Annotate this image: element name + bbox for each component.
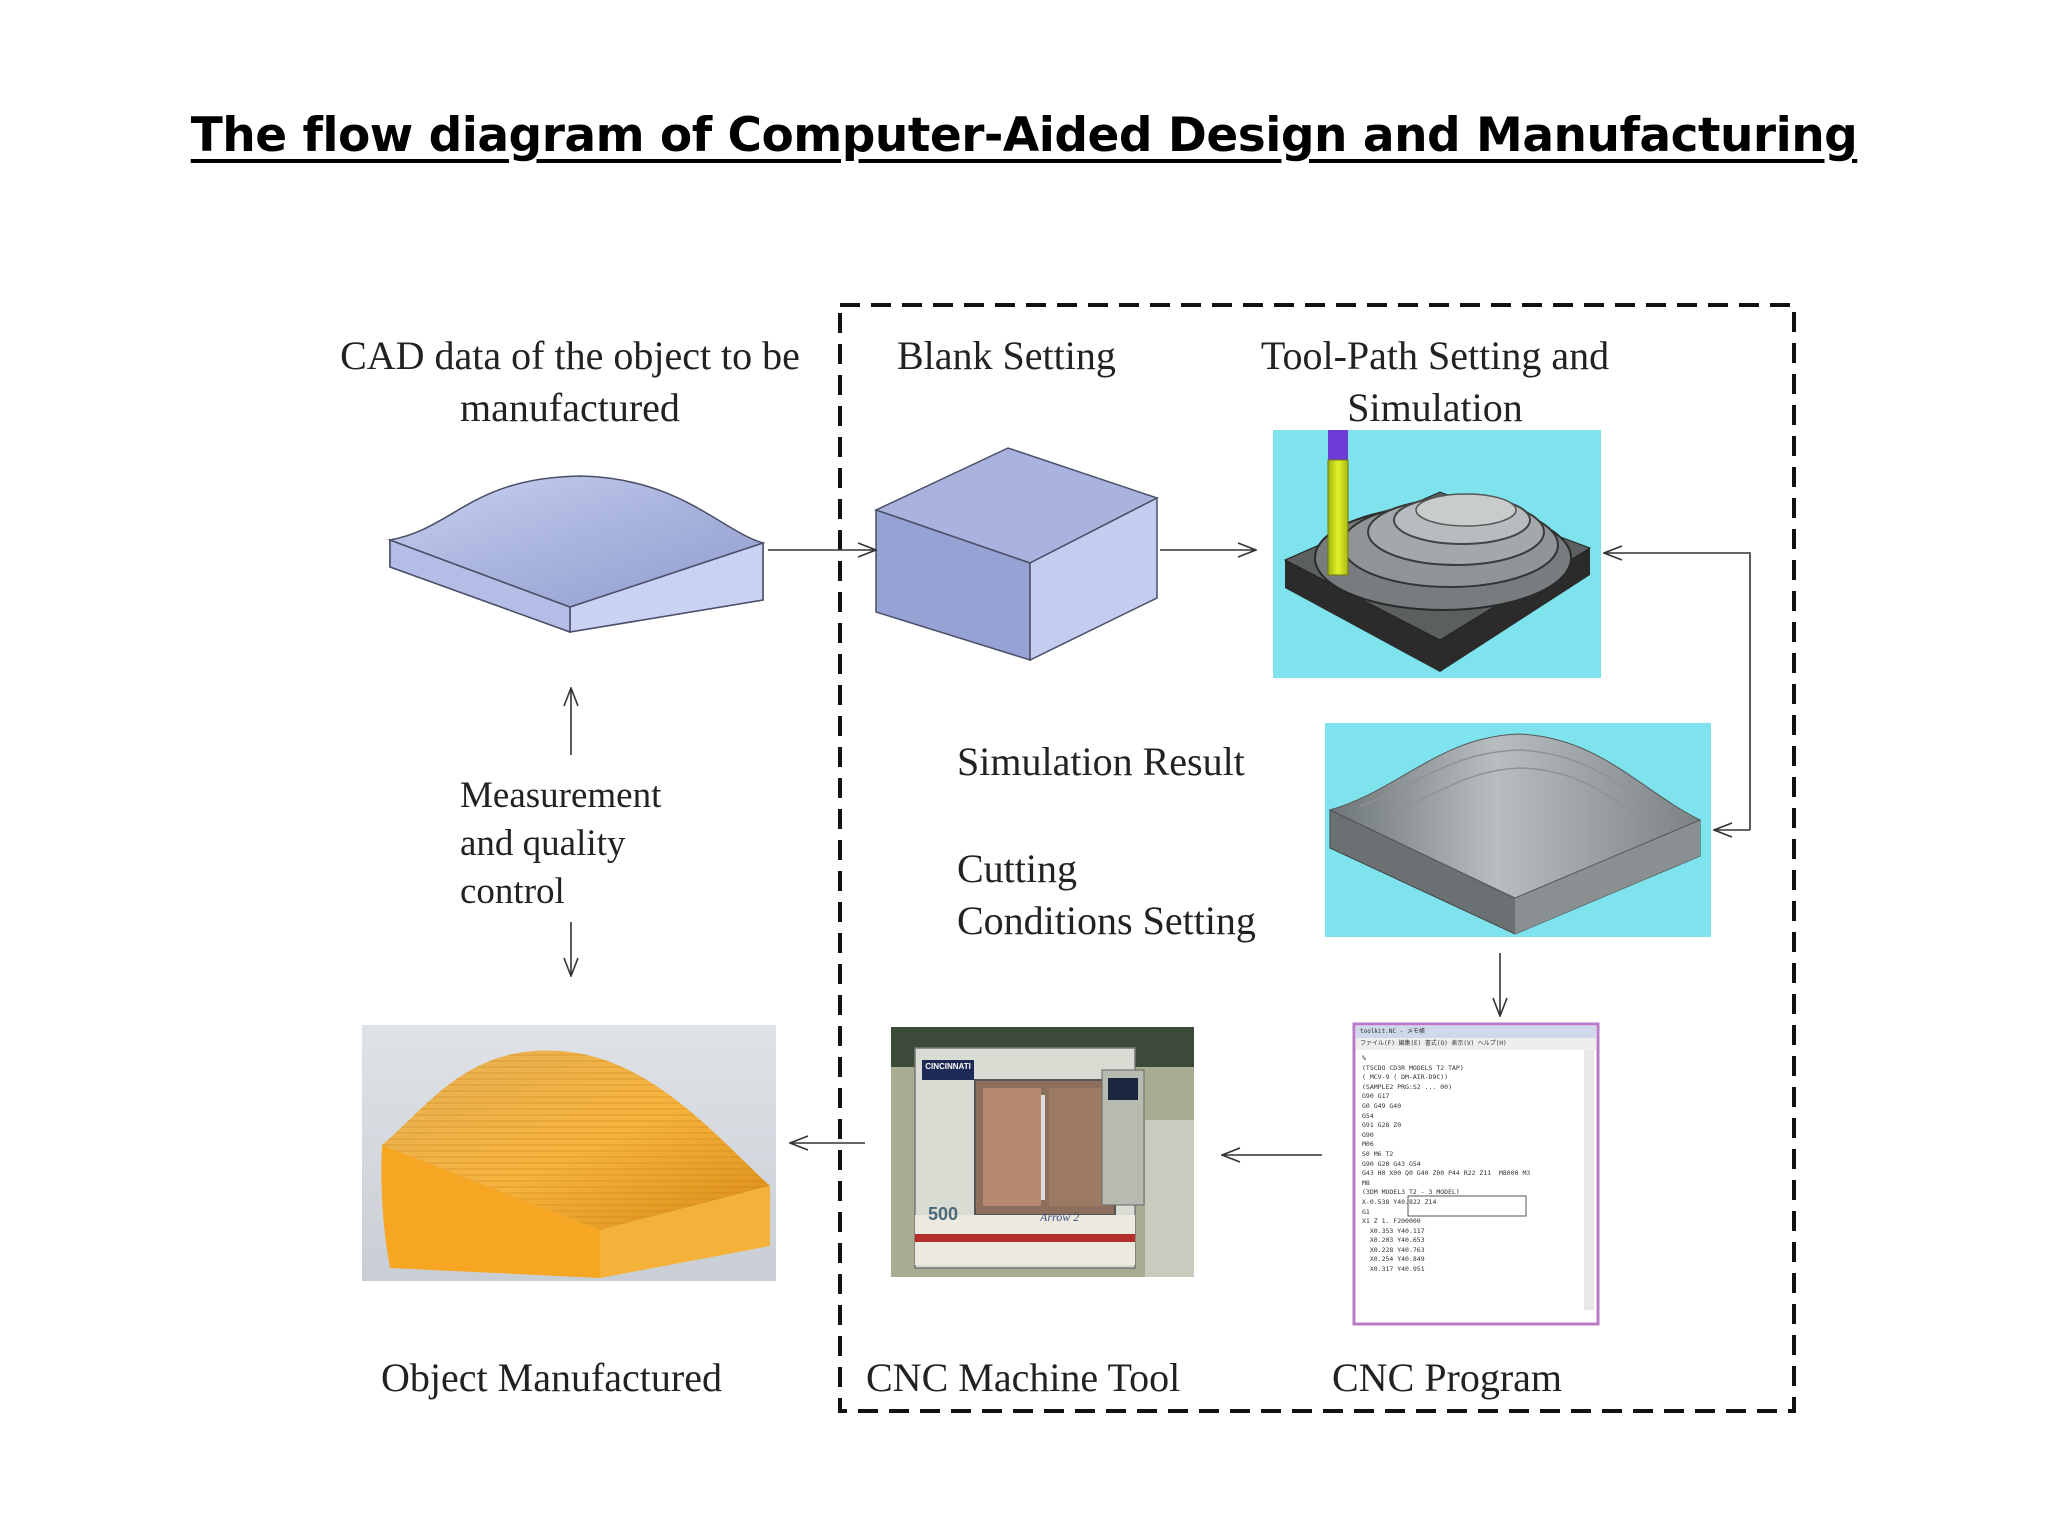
program-menu-bar: ファイル(F) 編集(E) 書式(O) 表示(V) ヘルプ(H): [1360, 1040, 1507, 1047]
program-code-line: G90: [1362, 1130, 1374, 1139]
program-code-line: X0.254 Y40.849: [1362, 1255, 1425, 1264]
simulation-result-label: Simulation Result: [957, 739, 1245, 784]
cnc-program-label: CNC Program: [1332, 1355, 1562, 1400]
program-code-line: %: [1362, 1054, 1366, 1062]
program-code-line: M8: [1362, 1178, 1370, 1187]
program-code-line: ( MCV-9 ( DM-AIR-D9C)): [1362, 1073, 1449, 1082]
program-code-line: X1 Z 1. F200000: [1362, 1217, 1421, 1226]
program-code-line: X0.228 Y40.763: [1362, 1245, 1425, 1254]
blank-setting-label: Blank Setting: [897, 333, 1116, 378]
blank-cube-image: [874, 447, 1159, 662]
cnc-model-number: 500: [928, 1204, 959, 1224]
program-code-line: G90 G20 G43 G54: [1362, 1159, 1421, 1168]
toolpath-simulation-image: [1273, 430, 1601, 678]
cnc-machine-label: CNC Machine Tool: [866, 1355, 1181, 1400]
program-code-line: X-0.538 Y40.822 Z14: [1362, 1197, 1437, 1206]
object-manufactured-label: Object Manufactured: [381, 1355, 722, 1400]
cad-model-image: [387, 475, 766, 634]
program-code-line: G0 G49 G40: [1362, 1101, 1402, 1110]
program-window-title: toolkit.NC - メモ帳: [1360, 1028, 1425, 1035]
cnc-program-image: [1352, 1022, 1600, 1326]
cnc-model-badge: Arrow 2: [1040, 1210, 1080, 1224]
cutting-conditions-label: Cutting Conditions Setting: [957, 846, 1256, 943]
program-code-line: X0.353 Y40.117: [1362, 1226, 1425, 1235]
cnc-brand-plate: CINCINNATI: [925, 1062, 971, 1071]
program-code-line: G91 G28 Z0: [1362, 1121, 1402, 1130]
cnc-machine-image: [891, 1027, 1194, 1277]
program-code-line: G54: [1362, 1111, 1374, 1120]
cad-data-label: CAD data of the object to be manufacture…: [340, 333, 800, 430]
program-code-line: (SAMPLE2 PRG:S2 ... 00): [1362, 1082, 1453, 1091]
program-code-text: %(TSCDO CD3R MODELS T2 TAP)( MCV-9 ( DM-…: [1362, 1054, 1530, 1275]
simulation-result-image: [1325, 723, 1711, 937]
program-code-line: G90 G17: [1362, 1092, 1390, 1101]
program-code-line: M06: [1362, 1140, 1374, 1149]
toolpath-label: Tool-Path Setting and Simulation: [1260, 333, 1610, 430]
program-code-line: (TSCDO CD3R MODELS T2 TAP): [1362, 1063, 1464, 1072]
measurement-label: Measurement and quality control: [460, 775, 662, 912]
program-code-line: S0 M6 T2: [1362, 1149, 1394, 1158]
program-code-line: G43 H0 X00 Q0 G40 Z00 P44 R22 Z11 M8000 …: [1362, 1169, 1531, 1178]
program-code-line: X0.317 Y40.951: [1362, 1265, 1425, 1274]
program-code-line: (3DM MODEL3 T2 - 3 MODEL): [1362, 1188, 1460, 1197]
program-code-line: X0.203 Y40.653: [1362, 1236, 1425, 1245]
arrow-feedback-loop: [1604, 553, 1751, 830]
program-code-line: G1: [1362, 1207, 1370, 1216]
process-boundary: [838, 303, 1796, 1413]
object-manufactured-image: [362, 1025, 776, 1281]
page-title: The flow diagram of Computer-Aided Desig…: [190, 108, 1858, 163]
